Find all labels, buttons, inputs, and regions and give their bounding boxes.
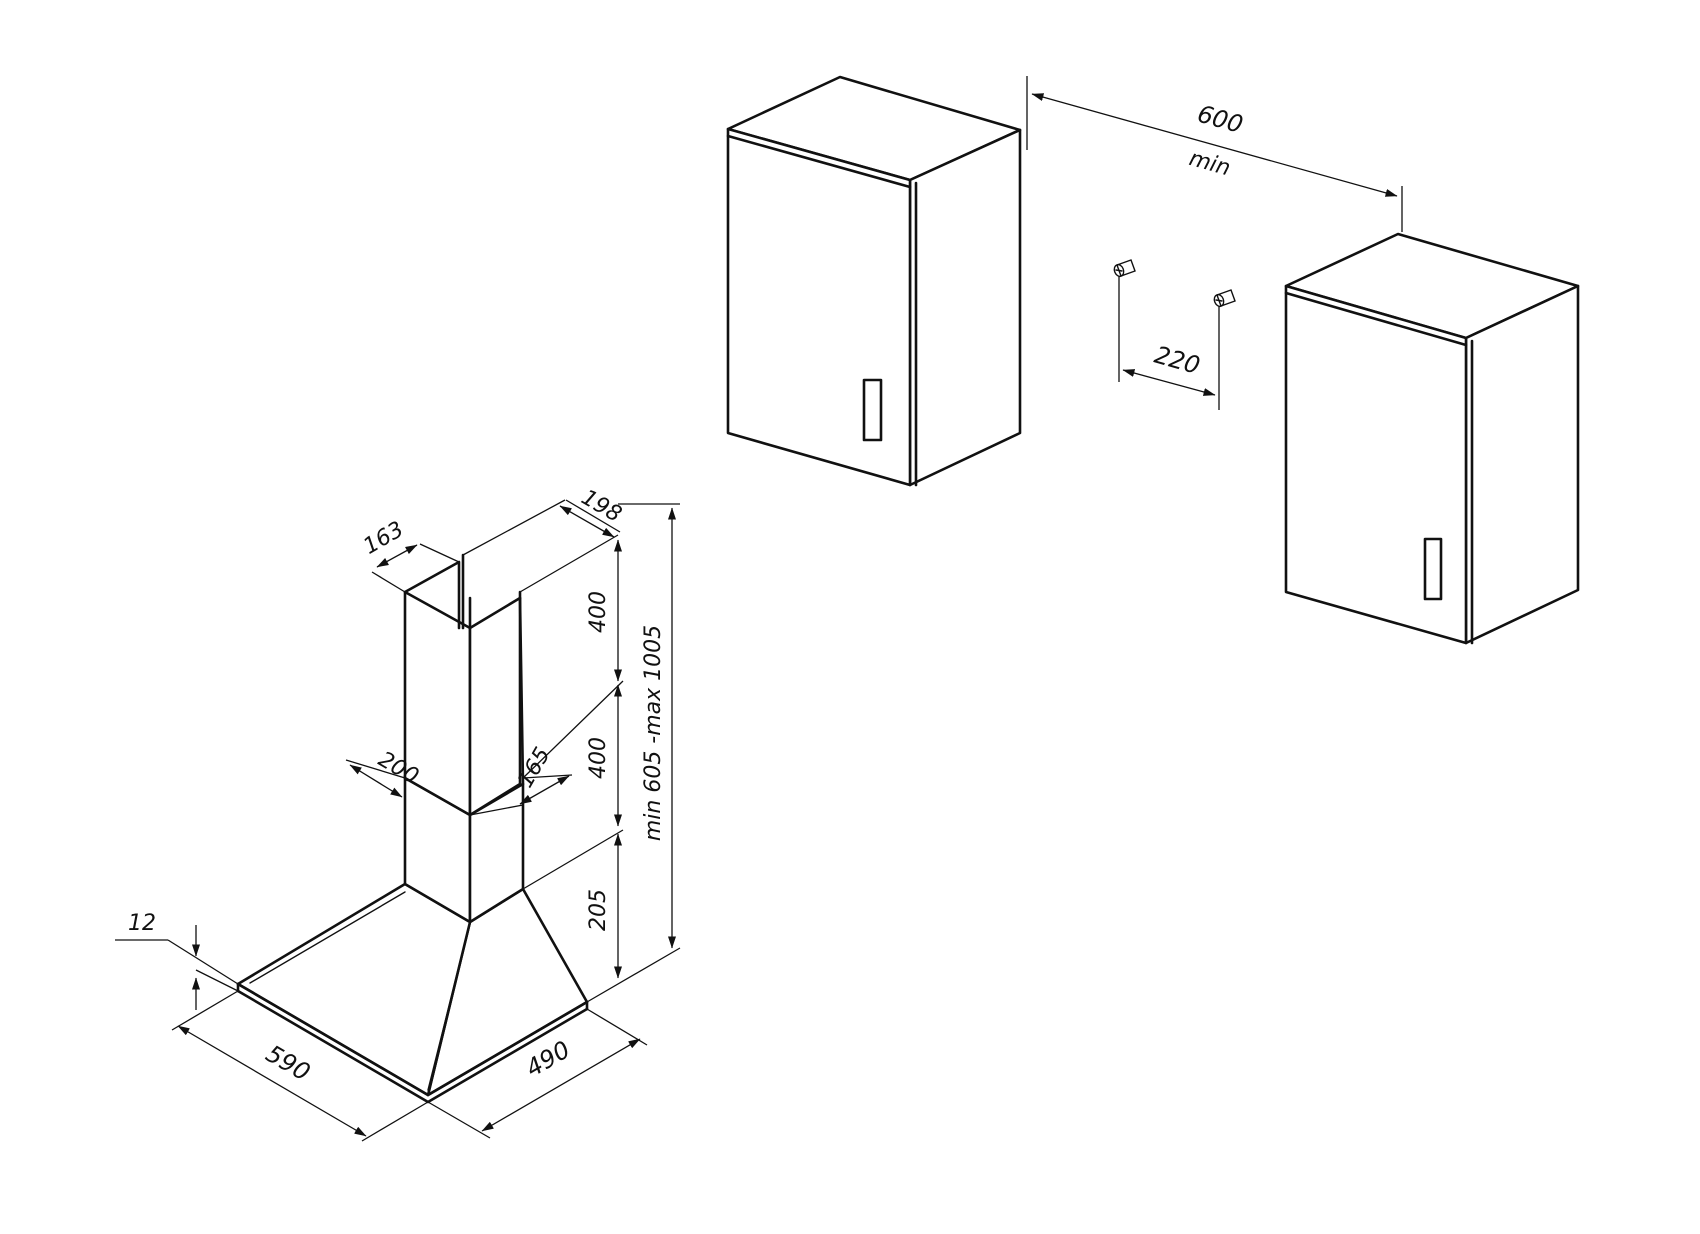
dimension-205-label: 205 — [586, 889, 611, 931]
dimension-cabinet-gap: 600 min — [1026, 76, 1403, 232]
cabinet-left-side — [908, 128, 1022, 487]
dimension-220-label: 220 — [1151, 341, 1203, 380]
duct-upper-side — [468, 596, 522, 817]
cabinet-left-front — [726, 127, 912, 487]
cabinet-right-handle — [1423, 537, 1443, 601]
dimension-min-note: min — [1186, 146, 1233, 181]
dimension-600-label: 600 — [1194, 100, 1246, 139]
dimension-12-label: 12 — [128, 911, 156, 936]
dimension-400-lower-label: 400 — [586, 737, 611, 779]
screw-left — [1113, 259, 1136, 278]
wall-cabinet-left — [726, 75, 1022, 487]
chimney-hood — [236, 553, 589, 1104]
mounting-screws: 220 — [1113, 259, 1236, 410]
wall-cabinet-right — [1284, 232, 1580, 645]
dimension-400-upper-label: 400 — [586, 591, 611, 633]
cabinet-left-handle — [862, 378, 883, 442]
screw-right — [1213, 289, 1236, 308]
cabinet-right-side — [1464, 284, 1580, 645]
cabinet-right-front — [1284, 284, 1468, 645]
dimension-total-height-label: min 605 -max 1005 — [641, 625, 666, 841]
